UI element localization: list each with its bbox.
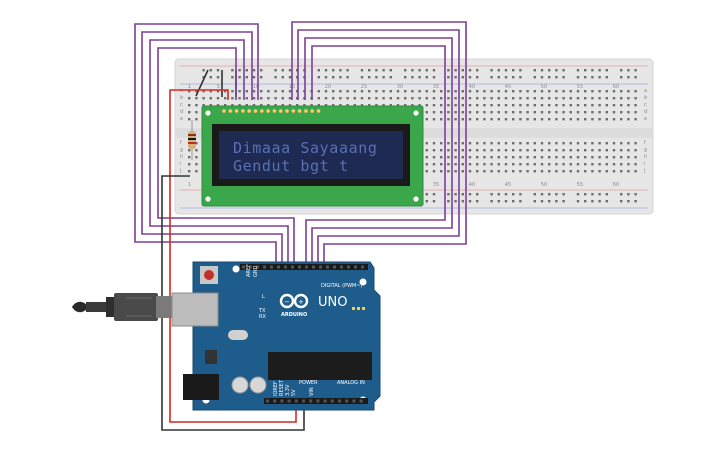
bb-col-number-bottom: 55 — [577, 182, 583, 188]
resistor[interactable] — [188, 120, 196, 160]
bb-row-letter-left: j — [179, 168, 181, 174]
arduino-uno: − + UNO ARDUINO DIGITAL (PWM~) POWER ANA… — [171, 261, 381, 411]
microcontroller-chip — [268, 352, 372, 380]
bb-col-number-top: 55 — [577, 84, 583, 90]
svg-text:−: − — [284, 298, 290, 306]
bb-col-number-bottom: 60 — [613, 182, 619, 188]
usb-port — [171, 292, 219, 327]
bb-row-letter-right: g — [644, 147, 647, 153]
bb-col-number-bottom: 35 — [433, 182, 439, 188]
tx-label: TX — [258, 308, 266, 314]
power-label: POWER — [299, 380, 318, 386]
lcd-pin-header — [221, 108, 321, 114]
v33-label: 3.3V — [285, 384, 291, 396]
bb-col-number-top: 50 — [541, 84, 547, 90]
bb-col-number-top: 5 — [217, 84, 220, 90]
digital-label: DIGITAL (PWM~) — [321, 283, 363, 289]
wire-lcd-6 — [297, 29, 460, 264]
bb-row-letter-left: h — [180, 154, 183, 160]
bb-row-letter-left: g — [180, 147, 183, 153]
l-label: L — [262, 294, 265, 300]
vin-label: VIN — [309, 387, 315, 396]
bb-row-letter-left: d — [180, 109, 183, 115]
bb-row-letter-left: a — [180, 88, 183, 94]
wire-lcd-4 — [157, 47, 295, 264]
bb-col-number-top: 25 — [361, 84, 367, 90]
wire-lcd-2 — [141, 31, 283, 264]
bb-row-letter-right: f — [644, 140, 646, 146]
bb-col-number-bottom: 1 — [188, 182, 191, 188]
bb-col-number-bottom: 50 — [541, 182, 547, 188]
lcd-line-1: Dimaaa Sayaaang — [233, 139, 377, 157]
wire-lcd-7 — [304, 37, 453, 264]
aref-label: AREF — [246, 264, 252, 277]
bb-col-number-top: 35 — [433, 84, 439, 90]
reset-button[interactable] — [204, 270, 214, 280]
gnd-label: GND — [253, 265, 259, 277]
lcd-module: Dimaaa Sayaaang Gendut bgt t — [201, 105, 424, 207]
bb-col-number-top: 45 — [505, 84, 511, 90]
bb-row-letter-left: b — [180, 95, 183, 101]
wire-5v — [169, 89, 297, 423]
power-wires — [161, 89, 305, 431]
v5-label: 5V — [291, 389, 297, 396]
bb-row-letter-left: e — [180, 116, 183, 122]
wire-lcd-5 — [291, 21, 467, 264]
bb-row-letter-left: i — [180, 161, 181, 167]
uno-label: UNO — [318, 295, 347, 310]
bb-row-letter-left: f — [180, 140, 182, 146]
bb-col-number-top: 60 — [613, 84, 619, 90]
power-analog-header — [264, 398, 368, 404]
wire-lcd-8 — [305, 45, 446, 264]
bb-row-letter-right: c — [644, 102, 647, 108]
bb-col-number-bottom: 45 — [505, 182, 511, 188]
bb-row-letter-left: c — [180, 102, 183, 108]
arduino-brand: ARDUINO — [281, 312, 307, 318]
bb-row-letter-right: d — [644, 109, 647, 115]
purple-wires — [134, 21, 467, 264]
rx-label: RX — [259, 314, 266, 320]
bb-col-number-top: 1 — [188, 84, 191, 90]
wire-gnd — [161, 175, 305, 431]
bb-row-letter-right: j — [643, 168, 645, 174]
power-jack — [183, 374, 219, 400]
analog-label: ANALOG IN — [337, 380, 365, 386]
wire-lcd-3 — [149, 39, 289, 264]
bb-col-number-top: 40 — [469, 84, 475, 90]
bb-row-letter-right: i — [644, 161, 645, 167]
bb-row-letter-right: b — [644, 95, 647, 101]
bb-col-number-bottom: 40 — [469, 182, 475, 188]
bb-col-number-top: 20 — [325, 84, 331, 90]
reset-label: RESET — [279, 379, 285, 396]
wire-lcd-1 — [134, 23, 277, 264]
arduino-logo: − + — [279, 293, 309, 309]
svg-text:+: + — [298, 298, 304, 306]
digital-header — [240, 264, 368, 270]
bb-row-letter-right: a — [644, 88, 647, 94]
lcd-line-2: Gendut bgt t — [233, 157, 349, 175]
bb-row-letter-right: e — [644, 116, 647, 122]
ioref-label: IOREF — [273, 381, 279, 396]
bb-col-number-top: 10 — [253, 84, 259, 90]
bb-col-number-top: 30 — [397, 84, 403, 90]
bb-row-letter-right: h — [644, 154, 647, 160]
lcd-screen — [219, 131, 403, 179]
